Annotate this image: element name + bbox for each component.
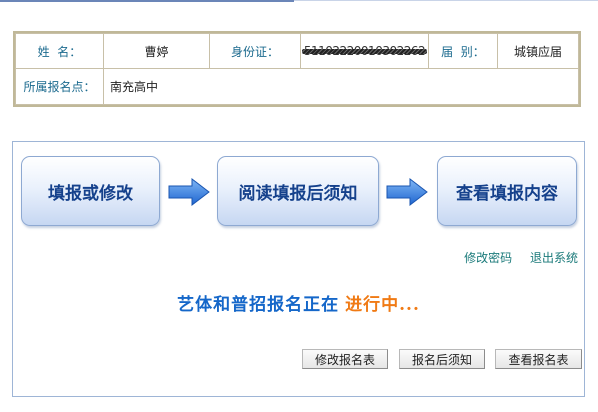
status-prefix: 艺体和普招报名正在 bbox=[177, 295, 340, 315]
arrow-right-icon bbox=[386, 178, 428, 206]
site-label: 所属报名点： bbox=[15, 68, 104, 105]
name-label: 姓 名： bbox=[15, 33, 104, 69]
top-border-line bbox=[0, 0, 294, 2]
modify-form-button[interactable]: 修改报名表 bbox=[302, 349, 388, 369]
top-border-line-light bbox=[294, 0, 598, 1]
logout-link[interactable]: 退出系统 bbox=[529, 251, 578, 265]
step-read-notice-button[interactable]: 阅读填报后须知 bbox=[217, 156, 379, 226]
arrow-right-icon bbox=[168, 178, 210, 206]
id-number-masked: 51102220010302262 bbox=[301, 44, 428, 58]
status-highlight: 进行中... bbox=[345, 295, 420, 315]
main-panel: 填报或修改 阅读填报后须知 查看填报内容 修改密码 退出系统 艺体和普招报名正在… bbox=[12, 141, 585, 397]
notice-button[interactable]: 报名后须知 bbox=[399, 349, 485, 369]
site-value: 南充高中 bbox=[103, 68, 579, 105]
account-links: 修改密码 退出系统 bbox=[450, 249, 578, 266]
step-view-content-button[interactable]: 查看填报内容 bbox=[437, 156, 577, 226]
step-fill-or-modify-button[interactable]: 填报或修改 bbox=[21, 156, 160, 226]
view-form-button[interactable]: 查看报名表 bbox=[495, 349, 582, 369]
change-password-link[interactable]: 修改密码 bbox=[464, 251, 513, 265]
student-info-table: 姓 名： 曹婷 身份证： 51102220010302262 届 别： 城镇应届… bbox=[13, 31, 581, 107]
class-label: 届 别： bbox=[428, 33, 498, 69]
id-label: 身份证： bbox=[209, 33, 301, 69]
id-value-cell: 51102220010302262 bbox=[300, 33, 429, 69]
registration-status: 艺体和普招报名正在进行中... bbox=[13, 290, 584, 315]
name-value: 曹婷 bbox=[103, 33, 210, 69]
class-value: 城镇应届 bbox=[497, 33, 579, 69]
